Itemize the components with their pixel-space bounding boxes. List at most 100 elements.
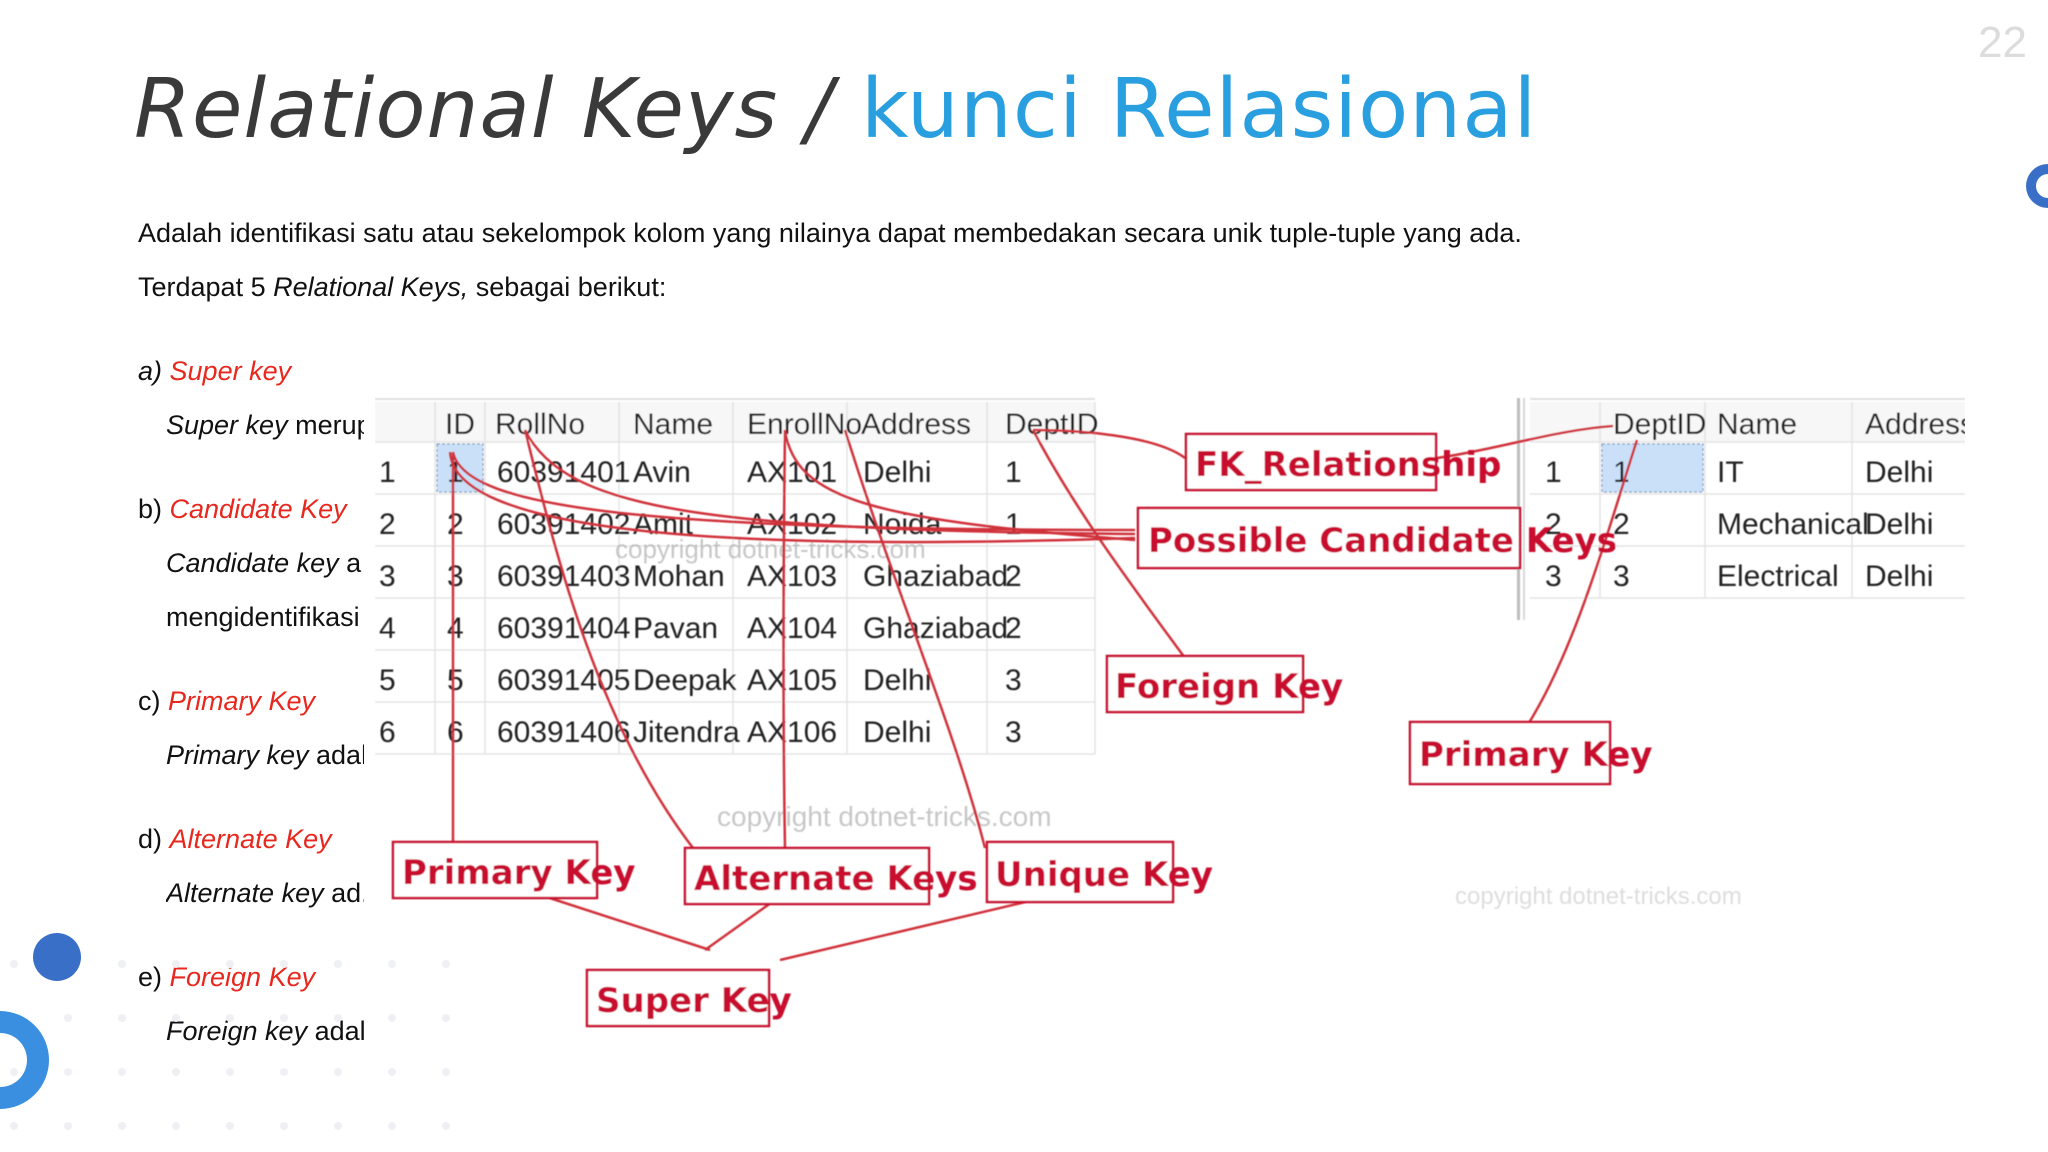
key-letter: e) [138, 962, 163, 992]
decorative-dot-grid [10, 960, 450, 1130]
svg-text:AX104: AX104 [747, 612, 837, 645]
svg-text:Ghaziabad: Ghaziabad [863, 612, 1008, 645]
key-name: Primary Key [168, 686, 316, 716]
selected-cell [1601, 443, 1704, 493]
svg-text:Possible Candidate Keys: Possible Candidate Keys [1148, 521, 1617, 561]
key-desc-candidate: Candidate key a [166, 548, 364, 579]
svg-text:Ghaziabad: Ghaziabad [863, 560, 1008, 593]
left-table-text: ID RollNo Name EnrollNo Address DeptID 1… [379, 408, 1098, 749]
key-item-primary: c) Primary Key [138, 686, 315, 717]
header-cell: Name [633, 408, 713, 441]
desc-italic: Super key [166, 410, 288, 440]
header-cell: ID [445, 408, 475, 441]
desc-italic: Candidate key [166, 548, 339, 578]
svg-text:5: 5 [447, 664, 464, 697]
key-item-candidate: b) Candidate Key [138, 494, 347, 525]
count-prefix: Terdapat 5 [138, 272, 274, 302]
svg-text:Deepak: Deepak [633, 664, 737, 697]
svg-text:2: 2 [1613, 508, 1630, 541]
desc-rest: adal [308, 740, 364, 770]
left-table [375, 398, 1096, 755]
svg-text:2: 2 [1545, 508, 1562, 541]
key-desc-primary: Primary key adal [166, 740, 364, 771]
label-primary-key-left: Primary Key [391, 840, 635, 900]
svg-text:1: 1 [379, 456, 396, 489]
watermarks: copyright dotnet-tricks.com copyright do… [615, 534, 1742, 910]
svg-text:60391402: 60391402 [497, 508, 630, 541]
key-letter: d) [138, 824, 163, 854]
watermark: copyright dotnet-tricks.com [1455, 883, 1742, 910]
svg-text:3: 3 [379, 560, 396, 593]
decorative-ring-right [2026, 164, 2048, 208]
count-suffix: sebagai berikut: [468, 272, 667, 302]
svg-text:1: 1 [1545, 456, 1562, 489]
watermark: copyright dotnet-tricks.com [717, 801, 1052, 832]
key-letter: a) [138, 356, 163, 386]
svg-text:2: 2 [1005, 560, 1022, 593]
svg-text:Primary Key: Primary Key [1419, 735, 1652, 775]
svg-text:5: 5 [379, 664, 396, 697]
connector-lines [448, 424, 1639, 962]
svg-text:2: 2 [447, 508, 464, 541]
title-part-english: Relational Keys / [134, 62, 834, 157]
relational-keys-diagram: ID RollNo Name EnrollNo Address DeptID 1… [375, 398, 1965, 1028]
right-table [1530, 398, 1965, 599]
intro-paragraph: Adalah identifikasi satu atau sekelompok… [138, 218, 1522, 248]
svg-text:3: 3 [1545, 560, 1562, 593]
svg-text:Avin: Avin [633, 456, 691, 489]
svg-text:Foreign Key: Foreign Key [1115, 667, 1343, 707]
svg-text:4: 4 [447, 612, 464, 645]
header-cell: DeptID [1613, 408, 1706, 441]
key-letter: c) [138, 686, 161, 716]
label-alternate-keys: Alternate Keys [683, 846, 978, 906]
key-item-super: a) Super key [138, 356, 291, 387]
decorative-circle [33, 933, 81, 981]
svg-text:Primary Key: Primary Key [402, 853, 635, 893]
selected-cell [436, 443, 484, 493]
svg-text:Delhi: Delhi [863, 456, 931, 489]
svg-text:Pavan: Pavan [633, 612, 718, 645]
key-letter: b) [138, 494, 163, 524]
svg-text:60391404: 60391404 [497, 612, 630, 645]
key-item-alternate: d) Alternate Key [138, 824, 332, 855]
svg-text:1: 1 [1005, 508, 1022, 541]
slide-title: Relational Keys / kunci Relasional [134, 62, 1537, 157]
svg-text:Delhi: Delhi [863, 664, 931, 697]
decorative-ring [0, 1011, 49, 1109]
desc-italic: Alternate key [166, 878, 324, 908]
key-desc-candidate-2: mengidentifikasi [166, 602, 360, 632]
svg-text:6: 6 [447, 716, 464, 749]
key-desc-super: Super key merup [166, 410, 364, 441]
svg-text:4: 4 [379, 612, 396, 645]
key-item-foreign: e) Foreign Key [138, 962, 315, 993]
label-unique-key: Unique Key [985, 840, 1213, 904]
desc-italic: Primary key [166, 740, 309, 770]
desc-rest: a [338, 548, 362, 578]
svg-text:60391406: 60391406 [497, 716, 630, 749]
svg-text:3: 3 [1005, 664, 1022, 697]
svg-text:3: 3 [1005, 716, 1022, 749]
header-cell: Address [1865, 408, 1965, 441]
svg-text:Alternate Keys: Alternate Keys [694, 859, 978, 899]
header-cell: DeptID [1005, 408, 1098, 441]
svg-text:6: 6 [379, 716, 396, 749]
svg-text:AX101: AX101 [747, 456, 837, 489]
svg-text:Delhi: Delhi [1865, 560, 1933, 593]
desc-rest: ad. [331, 878, 364, 908]
key-name: Super key [169, 356, 292, 386]
label-possible-candidate-keys: Possible Candidate Keys [1136, 506, 1617, 570]
svg-text:IT: IT [1717, 456, 1744, 489]
svg-text:AX106: AX106 [747, 716, 837, 749]
svg-text:1: 1 [1613, 456, 1630, 489]
svg-text:Jitendra: Jitendra [633, 716, 740, 749]
svg-text:3: 3 [1613, 560, 1630, 593]
label-super-key: Super Key [585, 968, 792, 1028]
svg-text:FK_Relationship: FK_Relationship [1195, 445, 1501, 485]
svg-text:Electrical: Electrical [1717, 560, 1839, 593]
